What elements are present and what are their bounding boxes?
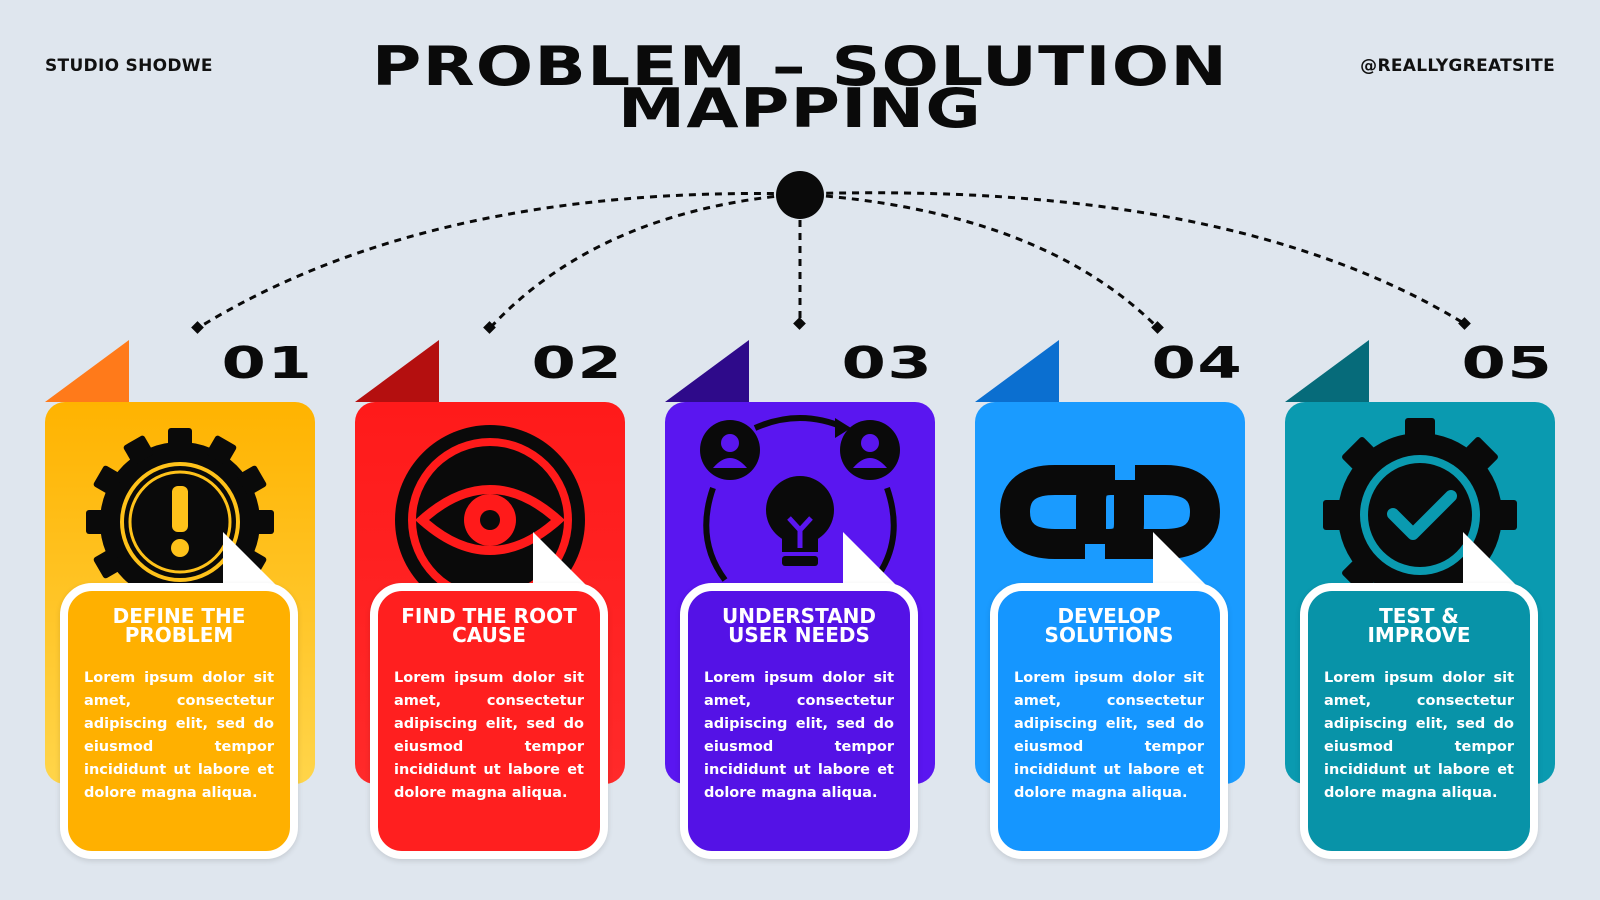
corner-fold bbox=[355, 340, 439, 402]
page-curl bbox=[533, 532, 595, 594]
connector-end-5 bbox=[1458, 317, 1471, 330]
corner-fold bbox=[1285, 340, 1369, 402]
page-title-line-1: PROBLEM – SOLUTION bbox=[371, 35, 1229, 98]
brand-name: STUDIO SHODWE bbox=[45, 56, 213, 76]
step-card-5: 05 TEST &IMPROVE Lorem ipsum dolor sit a… bbox=[1285, 340, 1555, 875]
step-description: Lorem ipsum dolor sit amet, consectetur … bbox=[84, 670, 274, 801]
connector-end-1 bbox=[191, 321, 204, 334]
connector-line-1 bbox=[197, 192, 801, 330]
step-number: 03 bbox=[841, 338, 933, 389]
step-description: Lorem ipsum dolor sit amet, consectetur … bbox=[1324, 670, 1514, 801]
step-content-box: TEST &IMPROVE Lorem ipsum dolor sit amet… bbox=[1300, 583, 1538, 859]
page-title-line-2: MAPPING bbox=[617, 77, 983, 140]
connector-line-4 bbox=[799, 192, 1160, 330]
connector-line-5 bbox=[799, 191, 1466, 326]
page-curl bbox=[1463, 532, 1525, 594]
corner-fold bbox=[45, 340, 129, 402]
step-number: 04 bbox=[1151, 338, 1243, 389]
corner-fold bbox=[665, 340, 749, 402]
corner-fold bbox=[975, 340, 1059, 402]
brand-website: @REALLYGREATSITE bbox=[1360, 56, 1555, 76]
step-description: Lorem ipsum dolor sit amet, consectetur … bbox=[1014, 670, 1204, 801]
users-lightbulb-icon bbox=[700, 415, 900, 582]
hub-node bbox=[776, 171, 824, 219]
step-description: Lorem ipsum dolor sit amet, consectetur … bbox=[704, 670, 894, 801]
gear-check-icon bbox=[1323, 418, 1517, 590]
connector-end-2 bbox=[483, 321, 496, 334]
connector-line-2 bbox=[488, 192, 801, 330]
step-description: Lorem ipsum dolor sit amet, consectetur … bbox=[394, 670, 584, 801]
page-curl bbox=[223, 532, 285, 594]
page-curl bbox=[843, 532, 905, 594]
chain-link-icon bbox=[999, 465, 1221, 559]
connector-end-3 bbox=[793, 317, 806, 330]
step-number: 01 bbox=[221, 338, 313, 389]
page-title: PROBLEM – SOLUTION MAPPING bbox=[175, 35, 1425, 140]
step-number: 05 bbox=[1461, 338, 1553, 389]
step-number: 02 bbox=[531, 338, 623, 389]
gear-exclamation-icon bbox=[86, 428, 274, 590]
step-title: TEST &IMPROVE bbox=[1367, 604, 1471, 647]
page-curl bbox=[1153, 532, 1215, 594]
